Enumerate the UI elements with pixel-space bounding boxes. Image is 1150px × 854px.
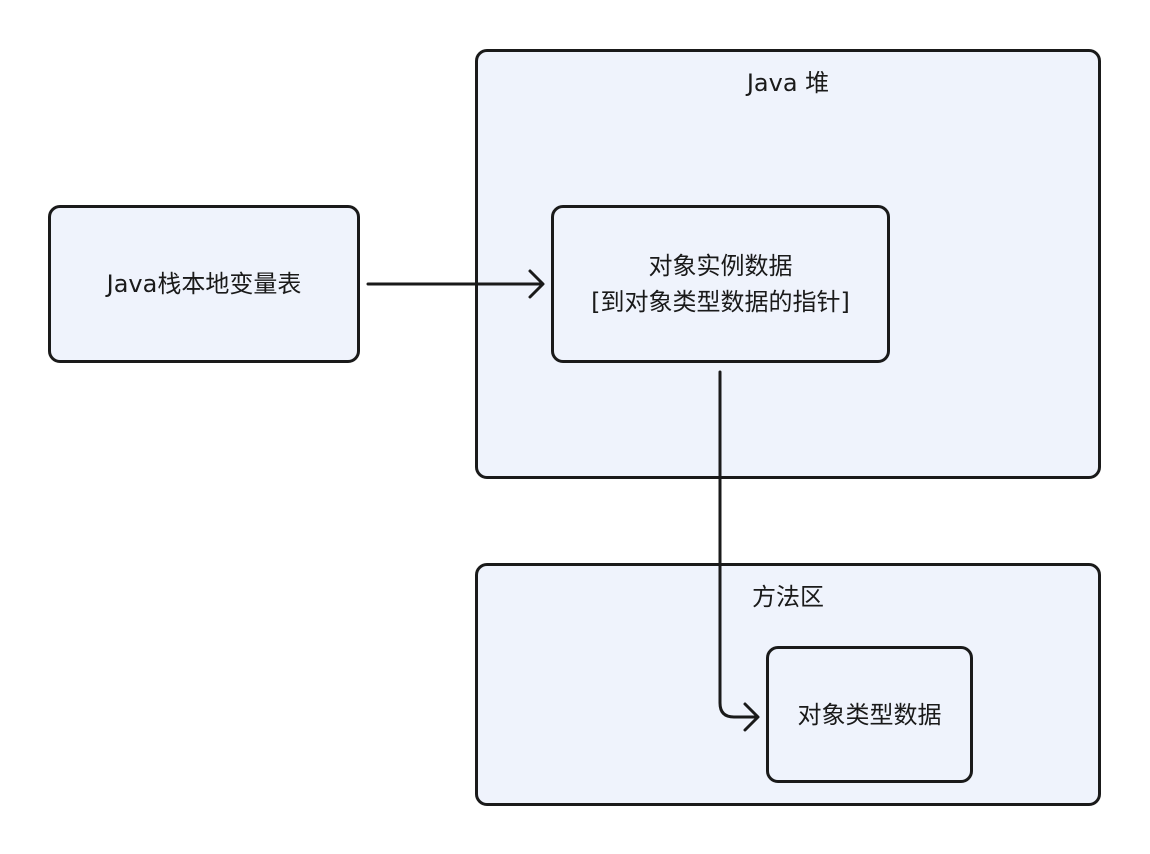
method-area-label: 方法区 <box>752 583 824 611</box>
object-instance-data-label: 对象实例数据 <box>648 252 793 280</box>
type-data-pointer-label: [到对象类型数据的指针] <box>591 288 850 316</box>
instance-to-type-arrowhead <box>743 702 760 732</box>
object-instance-data: 对象实例数据 [到对象类型数据的指针] <box>551 205 890 363</box>
object-type-data-label: 对象类型数据 <box>797 700 942 729</box>
object-type-data: 对象类型数据 <box>766 646 973 783</box>
stack-local-variable-table-label: Java栈本地变量表 <box>106 270 302 298</box>
instance-to-type-arrow <box>718 370 758 719</box>
stack-to-instance-arrowhead <box>528 269 545 299</box>
stack-local-variable-table: Java栈本地变量表 <box>48 205 360 363</box>
java-heap-label: Java 堆 <box>746 69 830 97</box>
